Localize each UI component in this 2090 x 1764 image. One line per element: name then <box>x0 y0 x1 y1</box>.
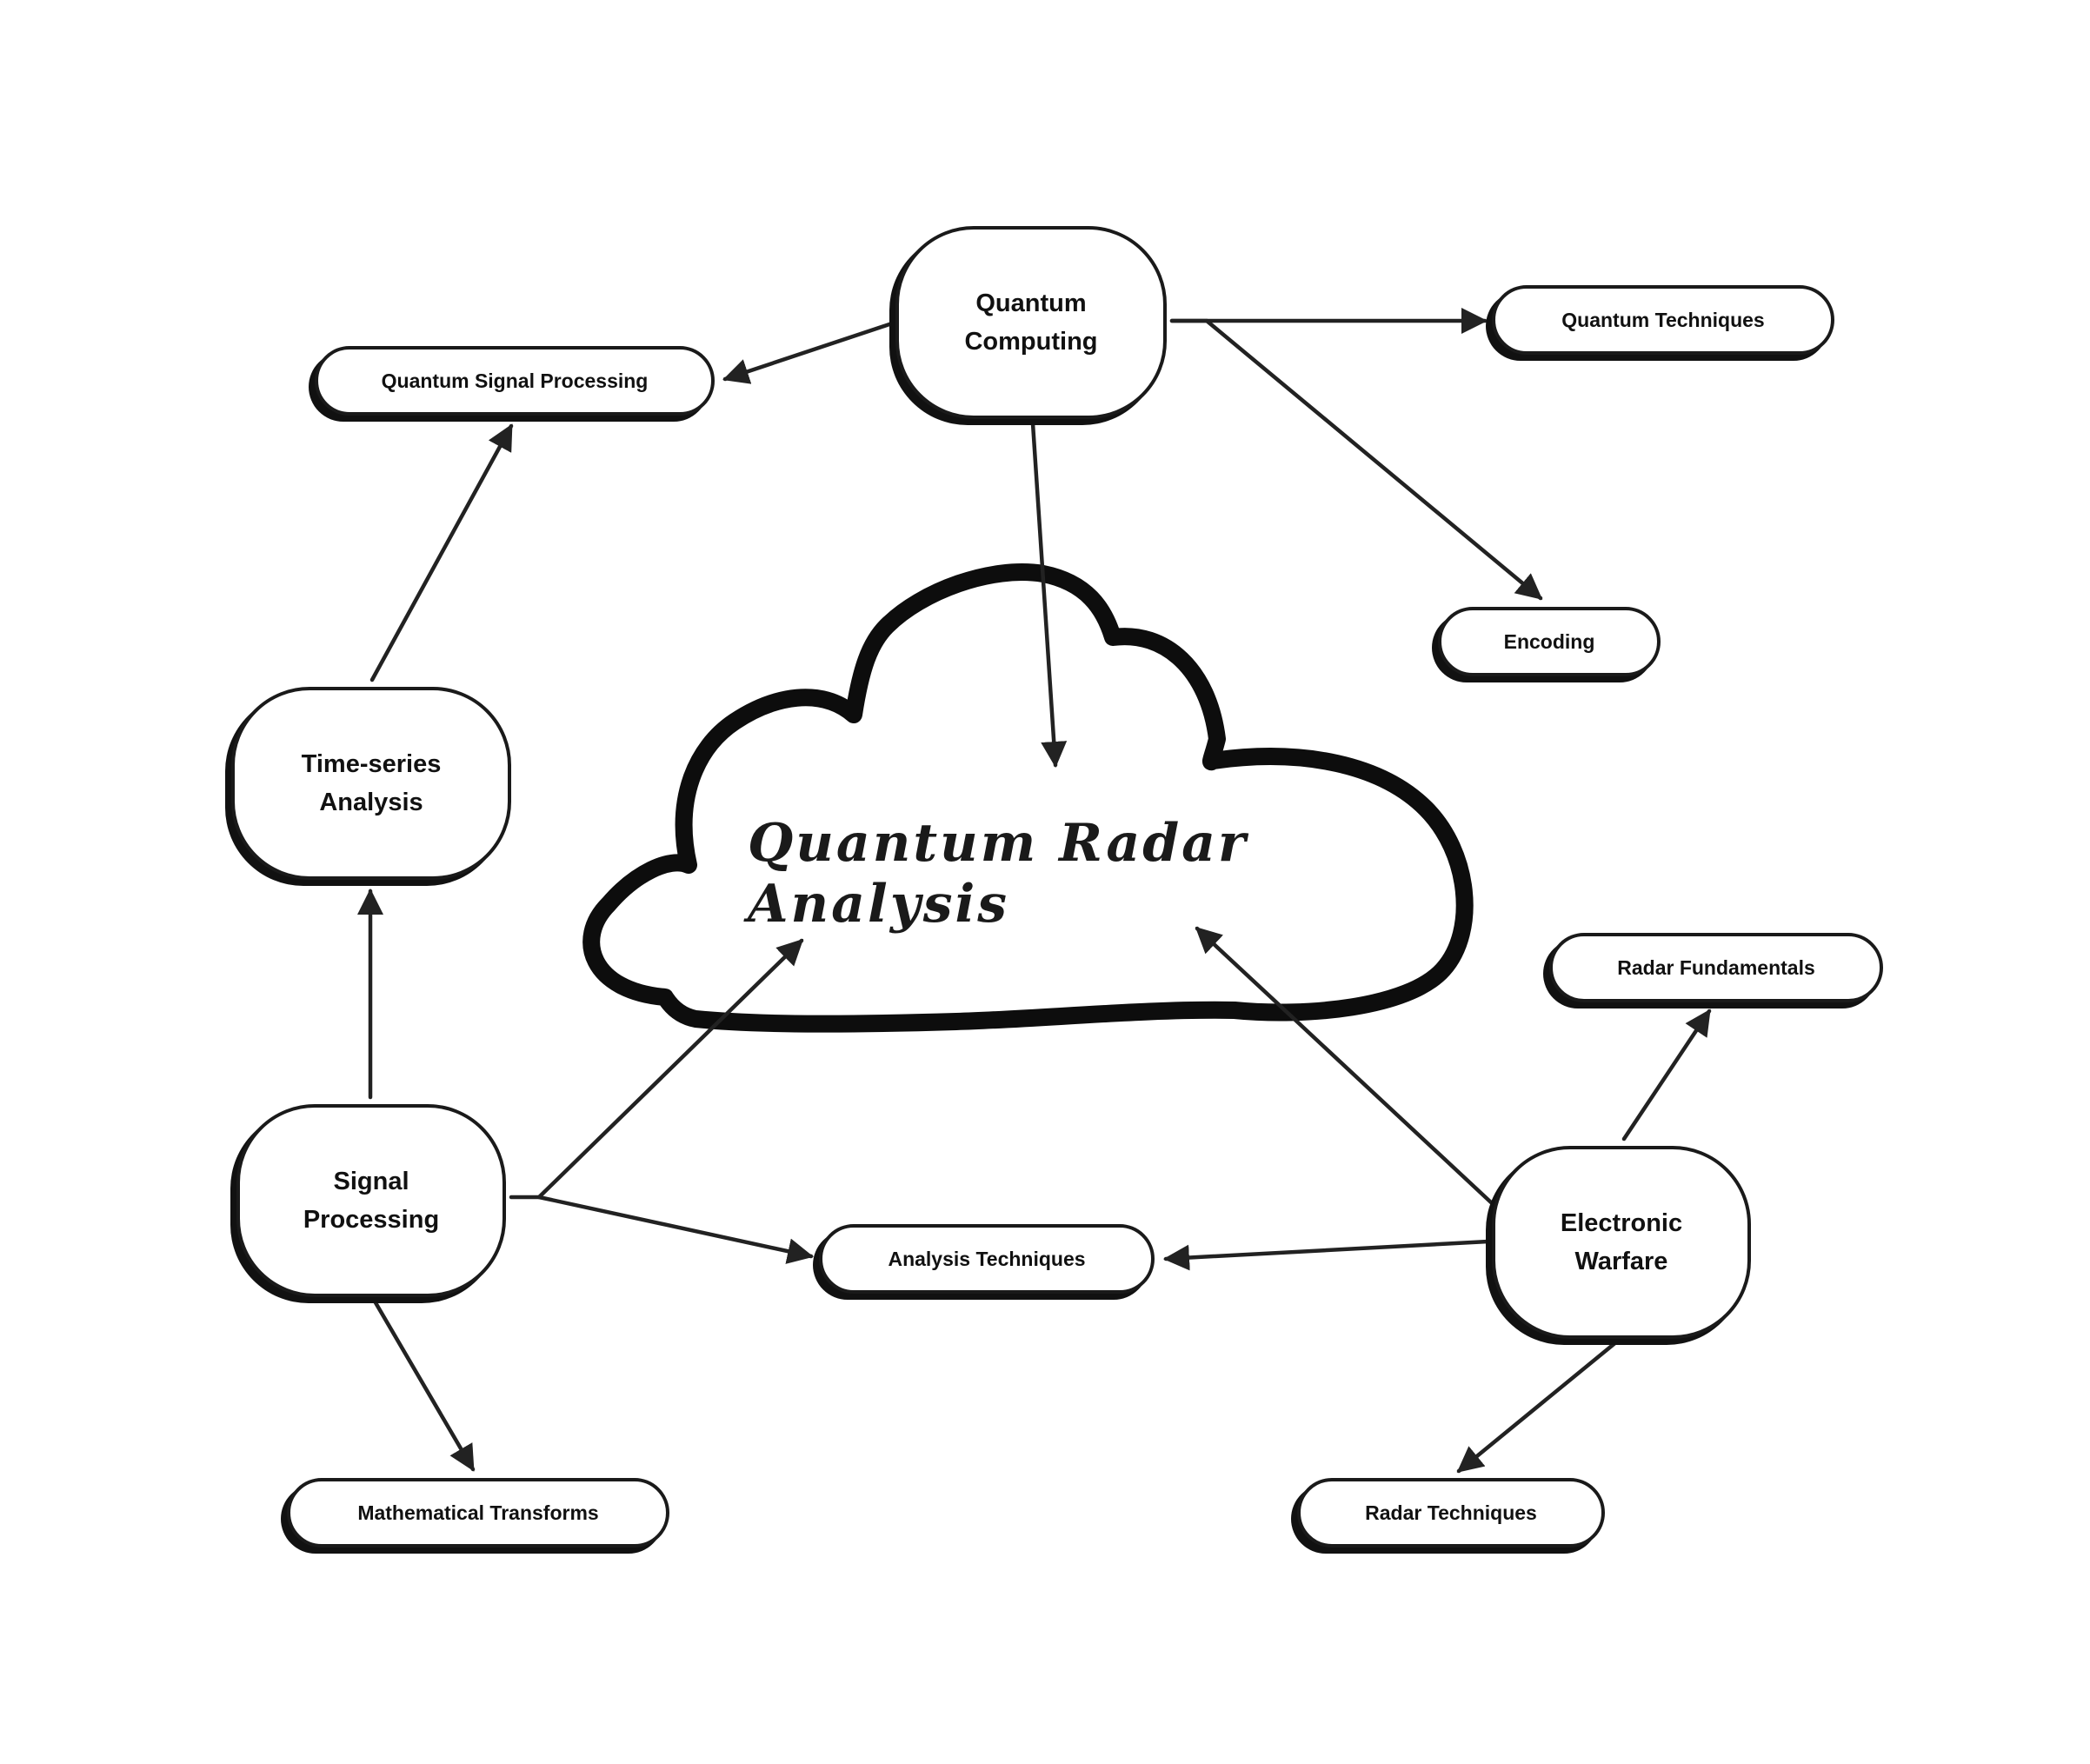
edge-quantum-computing-to-center <box>1030 421 1068 768</box>
center-cloud-shape <box>582 563 1474 1033</box>
edge-signal-processing-to-analysis-techniques <box>536 1195 814 1264</box>
node-radar-techniques-label: Radar Techniques <box>1365 1501 1537 1524</box>
edge-quantum-computing-to-encoding <box>1169 318 1543 601</box>
edge-quantum-computing-to-quantum-signal-processing <box>722 321 895 384</box>
node-electronic-warfare-line2: Warfare <box>1574 1248 1668 1275</box>
node-encoding[interactable]: Encoding <box>1438 607 1661 676</box>
node-quantum-computing-line2: Computing <box>964 328 1098 356</box>
node-mathematical-transforms[interactable]: Mathematical Transforms <box>287 1478 669 1548</box>
edge-electronic-warfare-to-radar-techniques <box>1456 1339 1620 1474</box>
edge-signal-processing-to-mathematical-transforms <box>371 1297 476 1472</box>
node-electronic-warfare[interactable]: Electronic Warfare <box>1492 1146 1751 1339</box>
node-signal-processing-line1: Signal <box>333 1168 409 1195</box>
edge-time-series-to-quantum-signal-processing <box>369 423 514 682</box>
node-quantum-computing[interactable]: Quantum Computing <box>895 226 1167 419</box>
node-electronic-warfare-line1: Electronic <box>1560 1209 1683 1237</box>
center-title: Quantum Radar Analysis <box>748 813 1248 935</box>
node-quantum-computing-line1: Quantum <box>975 290 1087 317</box>
edge-electronic-warfare-to-radar-fundamentals <box>1621 1008 1712 1142</box>
node-time-series-line2: Analysis <box>319 789 423 816</box>
node-signal-processing[interactable]: Signal Processing <box>236 1104 506 1297</box>
edge-electronic-warfare-to-center <box>1195 926 1494 1205</box>
node-analysis-techniques[interactable]: Analysis Techniques <box>819 1224 1155 1294</box>
node-radar-fundamentals-label: Radar Fundamentals <box>1617 955 1815 979</box>
node-time-series-analysis[interactable]: Time-series Analysis <box>231 687 511 880</box>
node-mathematical-transforms-label: Mathematical Transforms <box>357 1501 599 1524</box>
node-quantum-signal-processing-label: Quantum Signal Processing <box>381 369 649 392</box>
node-quantum-techniques[interactable]: Quantum Techniques <box>1492 285 1834 355</box>
node-encoding-label: Encoding <box>1503 629 1595 653</box>
node-analysis-techniques-label: Analysis Techniques <box>888 1247 1086 1270</box>
node-radar-techniques[interactable]: Radar Techniques <box>1297 1478 1605 1548</box>
node-radar-fundamentals[interactable]: Radar Fundamentals <box>1549 933 1883 1002</box>
node-signal-processing-line2: Processing <box>303 1206 440 1234</box>
edge-electronic-warfare-to-analysis-techniques <box>1163 1239 1491 1271</box>
node-quantum-techniques-label: Quantum Techniques <box>1561 308 1765 331</box>
node-quantum-signal-processing[interactable]: Quantum Signal Processing <box>315 346 715 416</box>
node-time-series-line1: Time-series <box>301 750 442 778</box>
